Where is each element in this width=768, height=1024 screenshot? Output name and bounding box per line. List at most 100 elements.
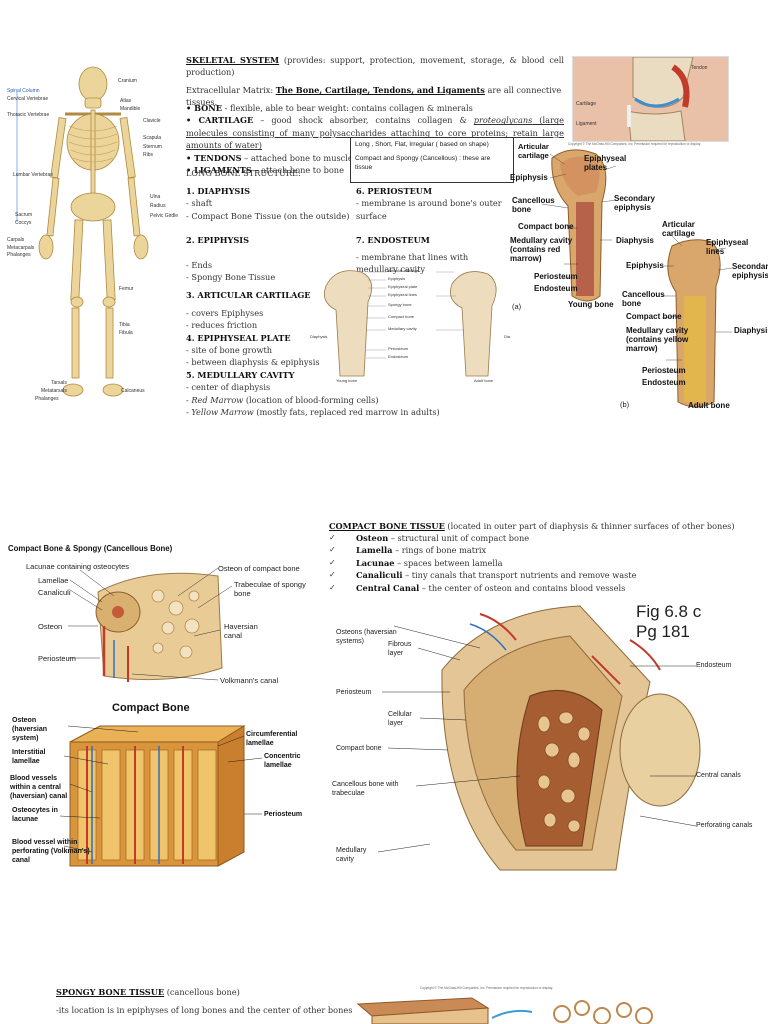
fig-a-cancellous-bone: Cancellous bone <box>512 196 555 214</box>
label-lumbar: Lumbar Vertebrae <box>13 172 54 178</box>
spongy-heading: SPONGY BONE TISSUE <box>56 987 165 997</box>
marrow-term: - Yellow Marrow <box>186 407 254 418</box>
cb-osteocytes: Osteocytes in lacunae <box>12 807 58 823</box>
fig68-caption-line1: Fig 6.8 c <box>636 602 702 621</box>
box-line-1: Long , Short, Flat, Irregular ( based on… <box>355 141 489 148</box>
marrow-term: - Red Marrow <box>186 394 244 405</box>
cb-circumferential: Circumferential lamellae <box>246 731 298 747</box>
cs-osteon: Osteon <box>38 622 63 631</box>
matrix-line: Extracellular Matrix: The Bone, Cartilag… <box>186 84 566 109</box>
label-atlas: Atlas <box>120 98 132 104</box>
label-scapula: Scapula <box>143 135 162 141</box>
compact-bone-svg <box>59 725 263 867</box>
label-radius: Radius <box>150 203 166 209</box>
section-medullary-cavity: 5. MEDULLARY CAVITY <box>186 369 295 380</box>
marrow-text: (mostly fats, replaced red marrow in adu… <box>253 407 440 418</box>
knee-cartilage-label: Cartilage <box>576 101 597 107</box>
compact-tissue-heading-line: COMPACT BONE TISSUE (located in outer pa… <box>329 520 759 532</box>
item-text: – rings of bone matrix <box>392 545 487 556</box>
yellow-marrow-line: - Yellow Marrow (mostly fats, replaced r… <box>186 406 440 418</box>
fig-a-medullary-cavity: Medullary cavity (contains red marrow) <box>510 236 573 263</box>
fig-b-endosteum: Endosteum <box>642 378 686 387</box>
spongy-location: -its location is in epiphyses of long bo… <box>56 1005 353 1015</box>
spongy-figure <box>352 994 692 1024</box>
fig-a-caption: Young bone <box>568 300 614 309</box>
cb-interstitial: Interstitial lamellae <box>12 749 46 765</box>
small-femur-diagram: Articular cartilage Epiphysis Epiphyseal… <box>306 266 516 396</box>
compact-tissue-heading: COMPACT BONE TISSUE <box>329 521 445 531</box>
cb-blood-vessels: Blood vessels within a central (haversia… <box>10 775 68 800</box>
label-phalanges-foot: Phalanges <box>35 396 59 402</box>
periosteum-line: - membrane is around bone's outer surfac… <box>356 198 502 221</box>
sf-young-label: Young bone <box>336 378 358 383</box>
label-thoracic: Thoracic Vertebrae <box>7 112 50 118</box>
fig-b-epiphysis: Epiphysis <box>626 261 664 270</box>
knee-svg <box>573 57 728 141</box>
fig-b-diaphysis: Diaphysis <box>734 326 768 335</box>
label-ulna: Ulna <box>150 194 161 200</box>
matrix-prefix: Extracellular Matrix: <box>186 85 276 95</box>
bullet-text: – attached bone to muscle <box>241 152 353 163</box>
fig-b-compact-bone: Compact bone <box>626 312 682 321</box>
label-sternum: Sternum <box>143 144 162 150</box>
f68-compact: Compact bone <box>336 745 382 752</box>
spongy-svg <box>356 997 653 1024</box>
red-marrow-line: - Red Marrow (location of blood-forming … <box>186 394 379 406</box>
fig-a-diaphysis: Diaphysis <box>616 236 654 245</box>
fig-b-articular-cartilage: Articular cartilage <box>662 220 695 238</box>
sf-right-label: Dia <box>504 334 511 339</box>
label-metatarsals: Metatarsals <box>41 388 67 394</box>
tissue-bullets: • BONE - flexible, able to bear weight: … <box>186 102 564 176</box>
small-femur-svg <box>323 270 497 377</box>
spongy-heading-line: SPONGY BONE TISSUE (cancellous bone) <box>56 986 356 998</box>
cs-canaliculi: Canaliculi <box>38 588 71 597</box>
matrix-suffix: are all connective tissues. <box>186 85 562 108</box>
fig-b-medullary-cavity: Medullary cavity (contains yellow marrow… <box>626 326 689 353</box>
skeletal-heading: SKELETAL SYSTEM <box>186 55 280 65</box>
label-sacrum: Sacrum <box>15 212 33 218</box>
fig-b-cancellous-bone: Cancellous bone <box>622 290 665 308</box>
bullet-term: • TENDONS <box>186 152 242 163</box>
section-diaphysis: 1. DIAPHYSIS <box>186 186 251 196</box>
fig-a-articular-cartilage: Articular cartilage <box>518 142 549 160</box>
fig68-caption-line2: Pg 181 <box>636 622 690 641</box>
long-bone-title: LONG BONE STRUCTURE: <box>186 168 301 178</box>
label-clavicle: Clavicle <box>143 118 161 124</box>
fig-a-epiphyseal-plates: Epiphyseal plates <box>584 154 627 172</box>
compact-bone-title: Compact Bone <box>112 702 190 714</box>
list-item: Lamella – rings of bone matrix <box>329 544 759 557</box>
fig-a-secondary-epiphysis: Secondary epiphysis <box>614 194 655 212</box>
label-femur: Femur <box>119 286 134 292</box>
sf-adult-label: Adult bone <box>474 378 494 383</box>
sf-label: Compact bone <box>388 314 415 319</box>
f68-periosteum: Periosteum <box>336 689 372 696</box>
item-text: – tiny canals that transport nutrients a… <box>402 570 637 581</box>
section-endosteum: 7. ENDOSTEUM <box>356 235 430 246</box>
sf-label: Epiphyseal plate <box>388 284 418 289</box>
fig-a-part: (a) <box>512 302 522 311</box>
fig68-caption: Fig 6.8 c Pg 181 <box>636 602 701 642</box>
bullet-text: – attach bone to bone <box>251 165 344 176</box>
diaphysis-line: - shaft <box>186 198 213 209</box>
bullet-term: • BONE <box>186 103 223 113</box>
sf-label: Medullary cavity <box>388 326 417 331</box>
cb-concentric: Concentric lamellae <box>264 753 301 769</box>
fig-b-periosteum: Periosteum <box>642 366 686 375</box>
cs-osteon-compact: Osteon of compact bone <box>218 564 300 573</box>
bullet-tendons: • TENDONS – attached bone to muscle <box>186 152 564 164</box>
bullet-ligaments: • LIGAMENTS – attach bone to bone <box>186 164 564 176</box>
section-articular-cartilage: 3. ARTICULAR CARTILAGE <box>186 290 311 301</box>
sf-label: Endosteum <box>388 354 409 359</box>
fig-b-part: (b) <box>620 400 630 409</box>
sf-label: Spongy bone <box>388 302 412 307</box>
f68-cellular: Cellular layer <box>388 711 412 727</box>
fig-a-endosteum: Endosteum <box>534 284 578 293</box>
bullet-extra: (large molecules consisting of many poly… <box>186 115 564 151</box>
section-periosteum: 6. PERIOSTEUM <box>356 186 433 196</box>
fig-b-caption: Adult bone <box>688 401 730 410</box>
label-calcaneus: Calcaneus <box>121 388 145 394</box>
label-cranium: Cranium <box>118 78 137 84</box>
fig-b-secondary-epiphysis: Secondary epiphysis <box>732 262 768 280</box>
sf-label: Articular cartilage <box>388 268 419 273</box>
label-cervical: Cervical Vertebrae <box>7 96 49 102</box>
